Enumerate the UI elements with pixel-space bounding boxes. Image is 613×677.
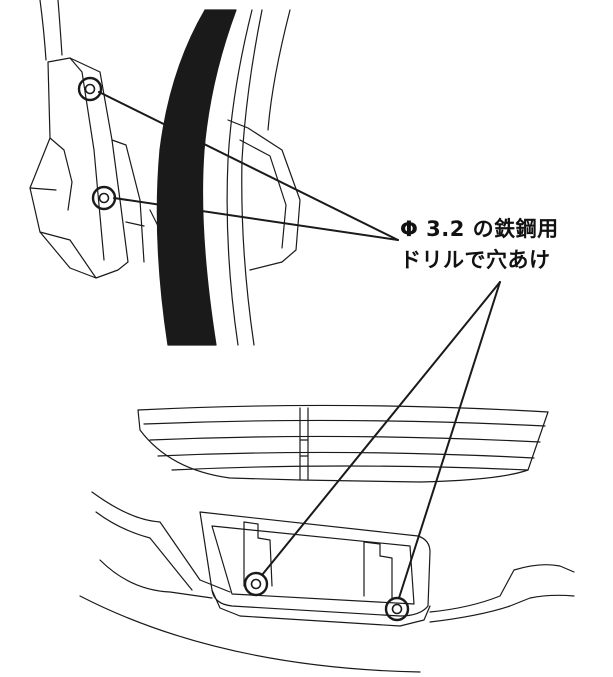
hole-marker-1 <box>77 76 103 102</box>
leader-line-2 <box>113 197 399 241</box>
hole-marker-2 <box>91 185 117 211</box>
grille-illustration <box>137 404 549 483</box>
leader-line-1 <box>98 91 399 241</box>
leader-line-3 <box>261 281 501 576</box>
bumper-illustration <box>79 491 575 673</box>
leader-line-4 <box>398 281 501 599</box>
drill-instruction-label: Φ 3.2 の鉄鋼用 ドリルで穴あけ <box>400 214 610 276</box>
hole-marker-4 <box>384 596 410 622</box>
leader-lines <box>98 91 501 599</box>
drill-instruction-line-2: ドリルで穴あけ <box>400 248 551 272</box>
drill-instruction-line-1: Φ 3.2 の鉄鋼用 <box>400 217 559 241</box>
fender-illustration <box>29 0 301 346</box>
wheel-arch-band <box>156 9 237 346</box>
hole-marker-3 <box>243 571 269 597</box>
